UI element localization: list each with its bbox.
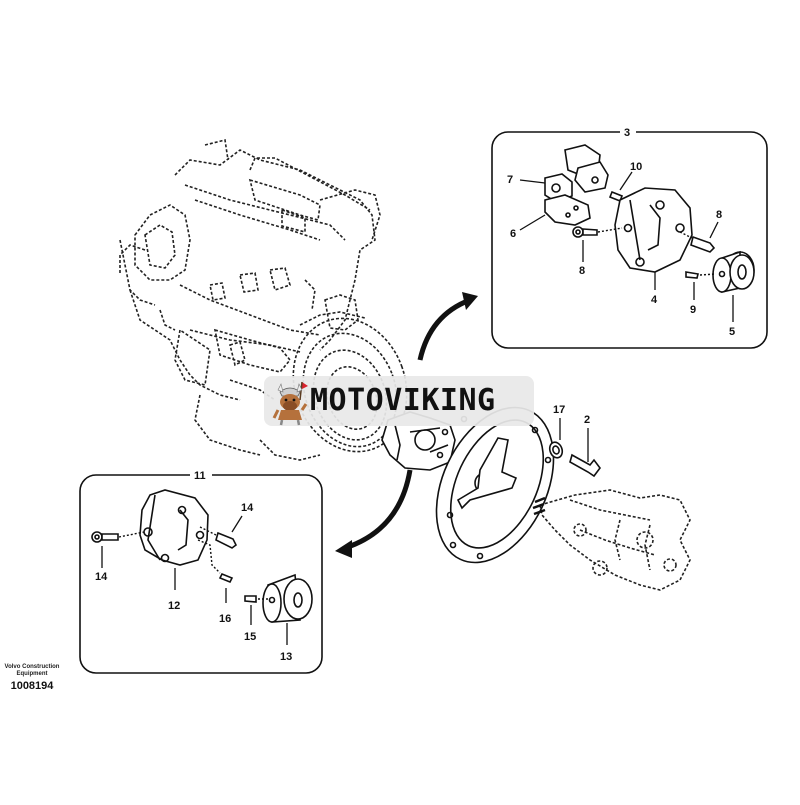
- arrow-to-detail-top: [417, 292, 478, 361]
- callout-12: 12: [168, 600, 180, 612]
- callout-15: 15: [244, 631, 256, 643]
- callout-5: 5: [729, 326, 735, 338]
- callout-7: 7: [507, 174, 513, 186]
- part-rubber-element-12: [139, 489, 209, 566]
- callout-8-left: 8: [579, 265, 585, 277]
- watermark-brand-text: MOTOVIKING: [310, 383, 496, 418]
- part-washer-17: 17: [548, 404, 565, 459]
- part-bolt-14-right: [215, 531, 238, 549]
- company-name: Volvo Construction Equipment: [4, 664, 60, 677]
- callout-6: 6: [510, 228, 516, 240]
- motoviking-watermark: MOTOVIKING: [264, 376, 534, 426]
- arrowhead-icon: [335, 540, 352, 558]
- callout-3: 3: [624, 127, 630, 139]
- part-rubber-element-4: [614, 187, 693, 273]
- part-hub-13: [262, 573, 313, 623]
- callout-16: 16: [219, 613, 231, 625]
- part-bolt-8-right: [690, 235, 716, 253]
- part-pin-16: [218, 572, 234, 584]
- hydraulic-pump-illustration: [532, 489, 691, 591]
- part-jaw-6: [544, 194, 591, 226]
- callout-4: 4: [651, 294, 658, 306]
- arrow-to-detail-bottom: [335, 469, 413, 558]
- engine-illustration: [119, 139, 408, 461]
- arrowhead-icon: [462, 292, 478, 310]
- part-hub-5: [712, 250, 755, 293]
- callout-8-right: 8: [716, 209, 722, 221]
- part-bolt-8-left: [572, 226, 584, 238]
- callout-2: 2: [584, 414, 590, 426]
- detail-box-coupling-3: 3 10 4 8 8: [491, 126, 768, 349]
- part-pin-9: [685, 271, 699, 279]
- viking-mascot-icon: [272, 381, 308, 426]
- callout-17: 17: [553, 404, 565, 416]
- part-pin-15: [244, 595, 257, 603]
- part-bolt-2: 2: [569, 414, 601, 478]
- drawing-number: 1008194: [10, 680, 54, 692]
- callout-9: 9: [690, 304, 696, 316]
- callout-14-left: 14: [95, 571, 108, 583]
- callout-14-right: 14: [241, 502, 254, 514]
- flange-plate: [435, 406, 555, 564]
- callout-10: 10: [630, 161, 642, 173]
- part-bolt-14-left: [91, 531, 103, 543]
- callout-11: 11: [194, 470, 206, 482]
- drawing-footer: Volvo Construction Equipment 1008194: [0, 664, 64, 692]
- callout-13: 13: [280, 651, 292, 663]
- detail-box-coupling-11: 11 12 14 14 16: [79, 469, 323, 674]
